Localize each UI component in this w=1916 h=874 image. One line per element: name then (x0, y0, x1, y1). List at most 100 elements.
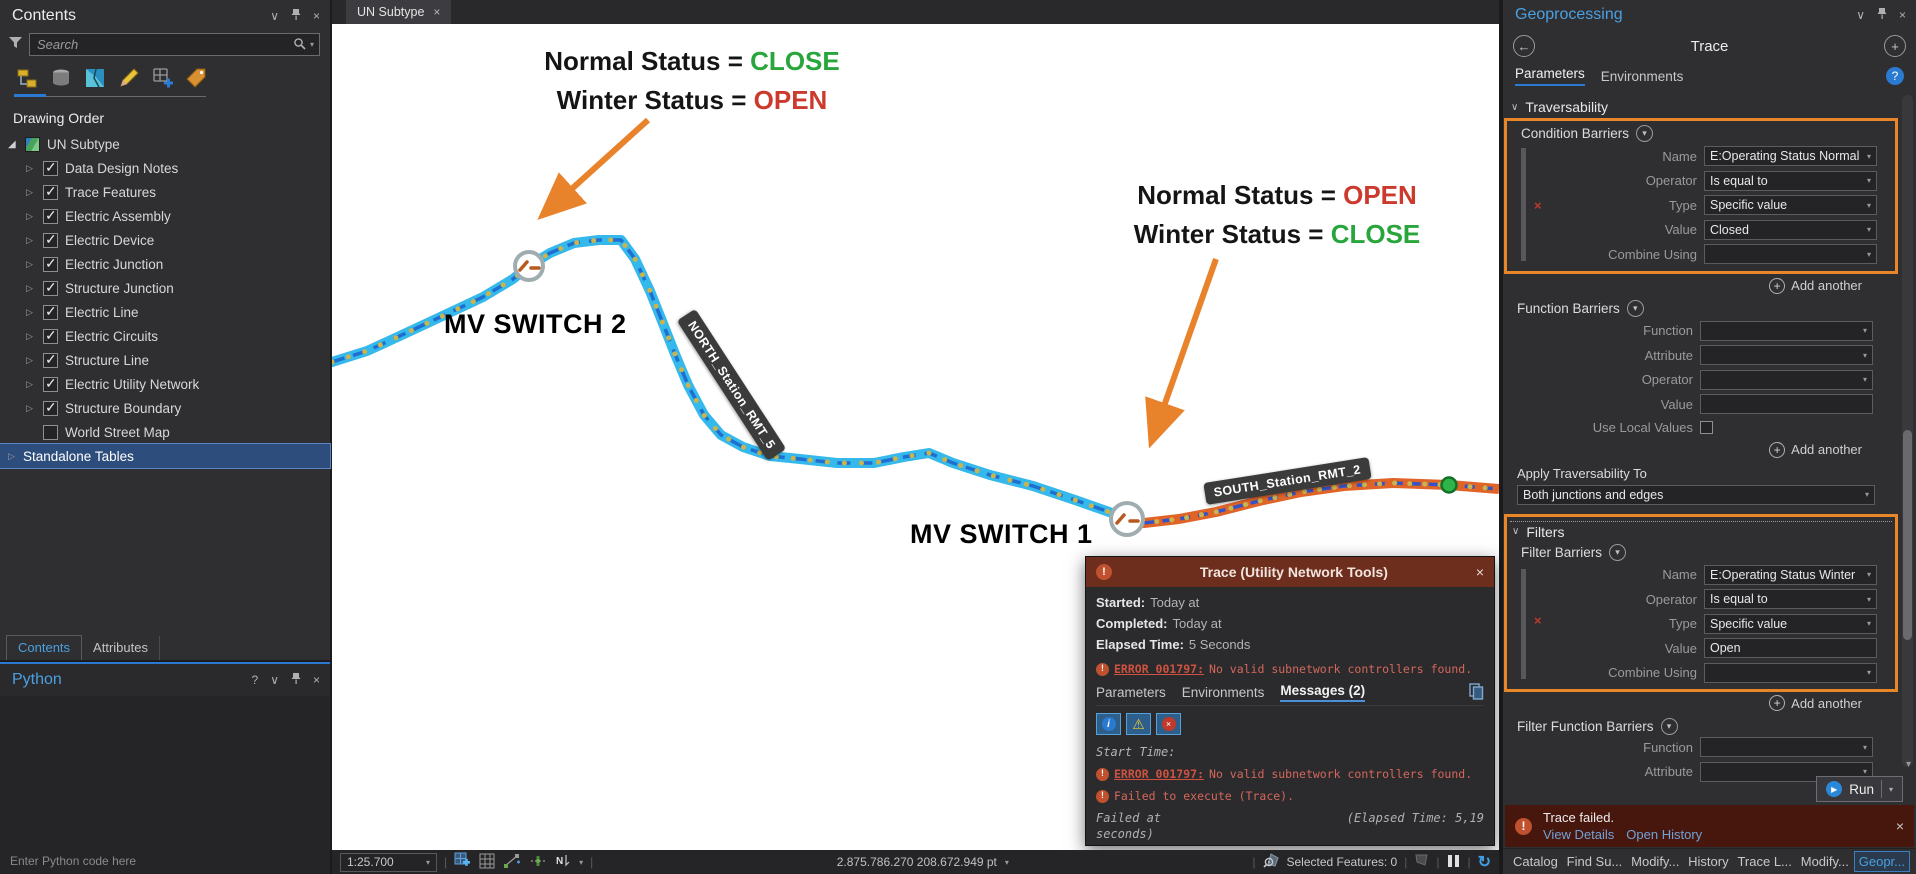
delete-row-icon[interactable]: × (1534, 612, 1542, 628)
tab-history[interactable]: History (1688, 854, 1729, 869)
chevron-down-icon[interactable]: ∨ (270, 673, 279, 687)
tab-parameters[interactable]: Parameters (1515, 66, 1585, 86)
add-to-project-button[interactable]: + (1884, 35, 1906, 57)
operator-select[interactable]: ▾ (1700, 369, 1873, 390)
dialog-tab-messages[interactable]: Messages (2) (1280, 683, 1366, 702)
map-tab-un-subtype[interactable]: UN Subtype × (346, 0, 452, 24)
view-details-link[interactable]: View Details (1543, 827, 1615, 842)
layer-checkbox[interactable] (43, 375, 58, 392)
filter-function-barriers-title[interactable]: Filter Function Barriers ▾ (1503, 714, 1898, 735)
branch-collapsed-icon[interactable]: ▷ (26, 306, 33, 317)
scrollbar-thumb[interactable] (1903, 430, 1912, 640)
filter-barriers-title[interactable]: Filter Barriers ▾ (1507, 542, 1895, 563)
operator-select[interactable]: Is equal to▾ (1704, 170, 1877, 191)
back-button[interactable]: ← (1513, 35, 1535, 57)
layer-root-row[interactable]: ◢ UN Subtype (0, 132, 330, 156)
pin-icon[interactable] (291, 8, 301, 24)
layer-checkbox[interactable] (43, 351, 58, 368)
combine-using-select[interactable]: ▾ (1704, 244, 1877, 265)
selection-inactive-icon[interactable] (1414, 854, 1429, 870)
close-icon[interactable]: × (1895, 818, 1904, 834)
snapping-icon[interactable] (503, 853, 521, 872)
tab-trace-locations[interactable]: Trace L... (1737, 854, 1792, 869)
collapse-chevron-icon[interactable]: ▾ (1636, 125, 1654, 142)
function-select[interactable]: ▾ (1700, 737, 1873, 758)
layer-row[interactable]: ▷Data Design Notes (0, 156, 330, 180)
help-icon[interactable]: ? (1886, 67, 1904, 85)
layer-checkbox[interactable] (43, 327, 58, 344)
tab-modify-2[interactable]: Modify... (1800, 854, 1849, 869)
combine-using-select[interactable]: ▾ (1704, 662, 1877, 683)
north-arrow-icon[interactable]: N (555, 853, 571, 872)
list-by-labeling-icon[interactable] (184, 66, 209, 90)
type-select[interactable]: Specific value▾ (1704, 613, 1877, 634)
branch-collapsed-icon[interactable]: ▷ (26, 234, 33, 245)
operator-select[interactable]: Is equal to▾ (1704, 589, 1877, 610)
standalone-tables-row[interactable]: ▷ Standalone Tables (0, 443, 331, 469)
tab-geoprocessing[interactable]: Geopr... (1853, 851, 1910, 872)
close-icon[interactable]: × (312, 673, 320, 687)
collapse-chevron-icon[interactable]: ▾ (1626, 299, 1644, 317)
coordinate-readout[interactable]: 2.875.786.270 208.672.949 pt ▾ (837, 855, 1009, 869)
trace-dialog-header[interactable]: ! Trace (Utility Network Tools) × (1086, 557, 1494, 587)
layer-row[interactable]: ▷Electric Circuits (0, 324, 330, 348)
name-select[interactable]: E:Operating Status Winter▾ (1704, 564, 1877, 585)
tab-find-subnetworks[interactable]: Find Su... (1566, 854, 1623, 869)
layer-row[interactable]: ▷Structure Line (0, 348, 330, 372)
layer-checkbox[interactable] (43, 255, 58, 272)
close-icon[interactable]: × (312, 9, 320, 23)
python-prompt-input[interactable] (8, 853, 322, 869)
type-select[interactable]: Specific value▾ (1704, 195, 1877, 216)
pin-icon[interactable] (1877, 7, 1887, 23)
run-button[interactable]: ▶ Run ▾ (1816, 776, 1903, 802)
search-input-box[interactable]: ▾ (29, 33, 320, 56)
value-select[interactable]: Closed▾ (1704, 219, 1877, 240)
branch-collapsed-icon[interactable]: ▷ (26, 330, 33, 341)
search-options-chevron-icon[interactable]: ▾ (309, 40, 314, 49)
branch-collapsed-icon[interactable]: ▷ (26, 162, 33, 173)
scroll-down-chevron-icon[interactable]: ▾ (1905, 759, 1911, 770)
value-input[interactable]: Open (1704, 638, 1877, 659)
collapse-chevron-icon[interactable]: ▾ (1609, 543, 1627, 561)
layer-row[interactable]: ▷Electric Assembly (0, 204, 330, 228)
zoom-to-selection-icon[interactable] (1262, 853, 1280, 871)
filter-funnel-icon[interactable] (8, 36, 23, 53)
mv-switch-1-symbol[interactable] (1109, 501, 1145, 537)
search-icon[interactable] (293, 37, 306, 53)
layer-row[interactable]: ▷Electric Utility Network (0, 372, 330, 396)
branch-collapsed-icon[interactable]: ▷ (26, 258, 33, 269)
layer-row[interactable]: ▷Trace Features (0, 180, 330, 204)
list-by-editing-icon[interactable] (116, 66, 141, 90)
filter-info-button[interactable]: i (1096, 713, 1121, 735)
condition-barriers-title[interactable]: Condition Barriers ▾ (1507, 123, 1895, 144)
close-icon[interactable]: × (433, 5, 441, 19)
layer-row[interactable]: ▷Structure Boundary (0, 396, 330, 420)
open-history-link[interactable]: Open History (1626, 827, 1703, 842)
branch-collapsed-icon[interactable]: ▷ (26, 378, 33, 389)
tab-attributes[interactable]: Attributes (82, 636, 160, 660)
value-input[interactable] (1700, 394, 1873, 415)
map-scale-select[interactable]: 1:25.700 ▾ (340, 852, 437, 872)
layer-row[interactable]: ▷Electric Junction (0, 252, 330, 276)
close-icon[interactable]: × (1898, 8, 1906, 22)
delete-row-icon[interactable]: × (1534, 197, 1542, 213)
chevron-down-icon[interactable]: ▾ (579, 857, 584, 867)
use-local-values-checkbox[interactable] (1700, 421, 1713, 434)
pin-icon[interactable] (291, 672, 301, 688)
branch-collapsed-icon[interactable]: ▷ (26, 402, 33, 413)
filter-error-button[interactable]: × (1156, 713, 1181, 735)
layer-checkbox[interactable] (43, 279, 58, 296)
dialog-tab-environments[interactable]: Environments (1181, 685, 1265, 700)
apply-traversability-select[interactable]: Both junctions and edges▾ (1517, 484, 1875, 505)
dialog-tab-parameters[interactable]: Parameters (1096, 685, 1166, 700)
search-input[interactable] (35, 36, 293, 53)
mv-switch-2-symbol[interactable] (513, 250, 545, 282)
list-by-selection-icon[interactable] (82, 66, 107, 90)
layer-row[interactable]: ▷Structure Junction (0, 276, 330, 300)
close-icon[interactable]: × (1475, 564, 1484, 580)
tab-catalog[interactable]: Catalog (1513, 854, 1558, 869)
layer-checkbox[interactable] (43, 424, 58, 440)
list-by-snapping-icon[interactable] (150, 66, 175, 90)
layer-row[interactable]: World Street Map (0, 420, 330, 444)
chevron-down-icon[interactable]: ∨ (270, 9, 279, 23)
